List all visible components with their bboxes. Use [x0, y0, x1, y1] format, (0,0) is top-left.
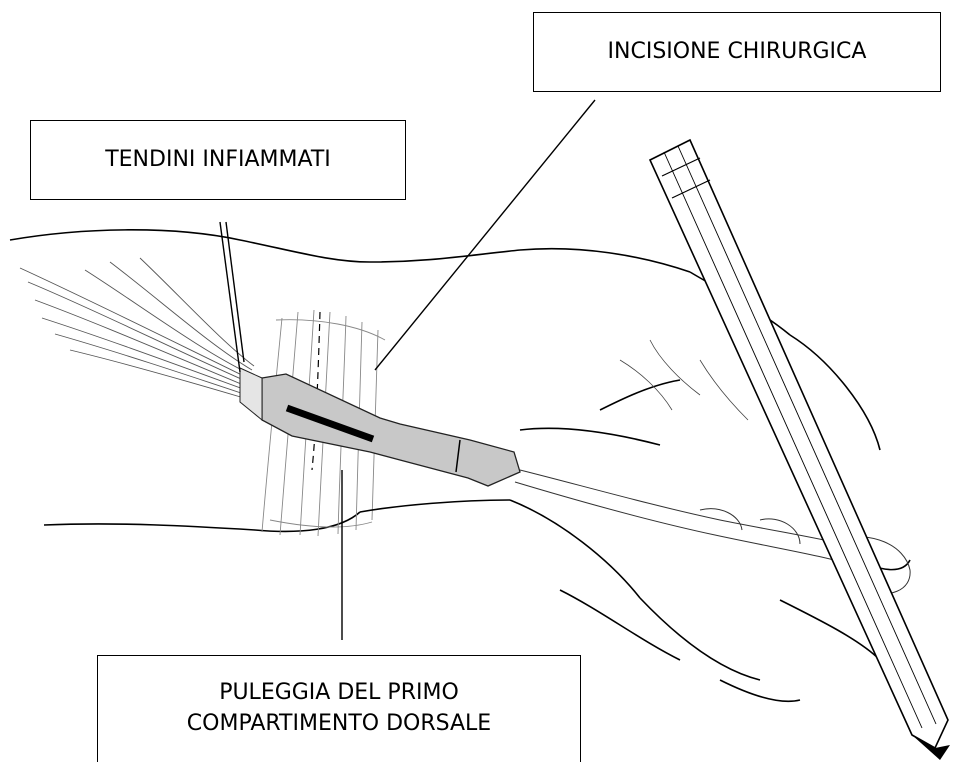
leader-incisione: [375, 100, 595, 370]
label-incisione-chirurgica: INCISIONE CHIRURGICA: [533, 12, 941, 92]
hand-veins: [620, 340, 748, 420]
label-puleggia-line1: PULEGGIA DEL PRIMO: [187, 678, 491, 709]
pencil: [650, 140, 950, 760]
label-puleggia-line2: COMPARTIMENTO DORSALE: [187, 709, 491, 740]
leader-tendini-1: [220, 222, 240, 372]
label-tendini-text: TENDINI INFIAMMATI: [105, 145, 331, 176]
forearm-muscle-fibers: [20, 258, 254, 398]
label-puleggia: PULEGGIA DEL PRIMO COMPARTIMENTO DORSALE: [97, 655, 581, 762]
tendon-sheath: [240, 368, 520, 486]
label-incisione-text: INCISIONE CHIRURGICA: [608, 37, 867, 68]
label-tendini-infiammati: TENDINI INFIAMMATI: [30, 120, 406, 200]
